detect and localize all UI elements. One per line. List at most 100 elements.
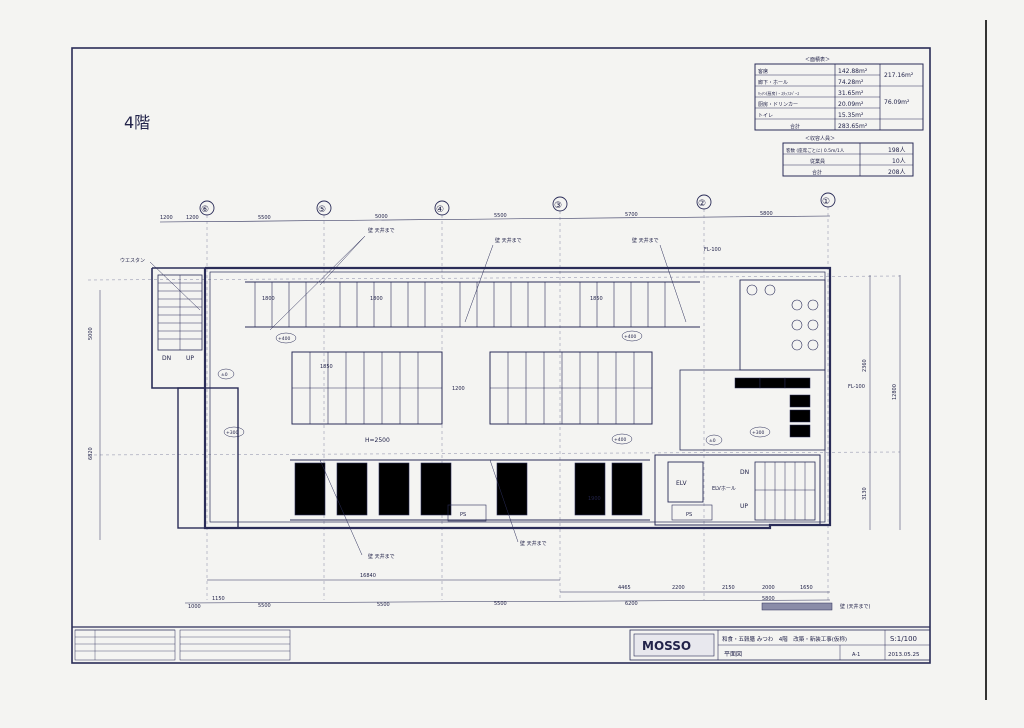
project-name: 和食・五穀膳 みつわ 4階 改築・新装工事(仮称)	[722, 635, 847, 643]
dim-label: 1000	[188, 604, 201, 610]
dim-label: 1650	[800, 585, 813, 591]
capacity-row-value: 198人	[888, 147, 905, 154]
area-table-header: ＜面積表＞	[805, 56, 830, 63]
area-row-label: ｷｯﾁﾝ(厨房)・ｽﾀｯﾌｽﾍﾟｰｽ	[758, 90, 799, 96]
fl-label: FL-100	[704, 247, 721, 253]
level-mark: +400	[614, 437, 626, 443]
dim-label: 5500	[258, 215, 271, 221]
area-total-value: 283.65m²	[838, 123, 868, 130]
capacity-row-label: 客数 (座席ごとに) 0.5m/1人	[786, 147, 845, 154]
area-row-value: 74.28m²	[838, 79, 864, 86]
callout-text: ウエスタン	[120, 257, 145, 264]
callout-text: 壁 天井まで	[520, 540, 547, 547]
area-row-value: 15.35m²	[838, 112, 864, 119]
dim-label: 3130	[862, 487, 868, 500]
fl-label: FL-100	[848, 384, 865, 390]
title-block: MOSSO 和食・五穀膳 みつわ 4階 改築・新装工事(仮称) S:1/100 …	[72, 626, 931, 661]
top-booth-row: 1800 1800 1850	[245, 281, 700, 328]
grid-axis-label: ④	[436, 205, 444, 215]
dim-label: 2360	[862, 359, 868, 372]
capacity-row-value: 208人	[888, 169, 905, 176]
dim-label: 12800	[892, 384, 898, 400]
grid-axis-label: ⑥	[201, 205, 209, 215]
stair-dn: DN	[740, 469, 749, 476]
elevator-core: ELV ELVホール PS DN UP	[654, 454, 821, 526]
capacity-table: ＜収容人員＞ 客数 (座席ごとに) 0.5m/1人 198人 従業員 10人 合…	[782, 135, 914, 177]
area-row-value: 31.65m²	[838, 90, 864, 97]
legend-swatch	[761, 602, 833, 611]
top-dimensions: 1200 1200 5500 5000 5500 5700 5800	[159, 211, 831, 223]
grid-axis-label: ②	[698, 199, 706, 209]
legend-text: 壁 (天井まで)	[840, 603, 871, 610]
dim-label: 5700	[625, 212, 638, 218]
area-row-value: 20.09m²	[838, 101, 864, 108]
stair-dn: DN	[162, 355, 171, 362]
dim-label: 2000	[762, 585, 775, 591]
level-mark: +300	[752, 430, 764, 436]
area-row-value: 142.88m²	[838, 68, 868, 75]
stair-up: UP	[740, 503, 748, 510]
bottom-booth-row: 1900	[290, 459, 650, 521]
dim-label: 2150	[722, 585, 735, 591]
drawing-scale: S:1/100	[890, 635, 917, 643]
level-mark: ±0	[221, 372, 228, 378]
logo-text: MOSSO	[642, 639, 691, 653]
area-table: ＜面積表＞ 客席 142.88m² 廊下・ホール 74.28m² ｷｯﾁﾝ(厨房…	[754, 56, 924, 131]
dim-label: 5000	[375, 214, 388, 220]
grid-axes: ⑥ ⑤ ④ ③ ② ①	[199, 192, 836, 216]
capacity-row-label: 合計	[812, 169, 822, 176]
seat-dim: 1800	[370, 296, 383, 302]
seat-dim: 1850	[590, 296, 603, 302]
area-row-label: 客席	[758, 68, 768, 75]
seat-dim: 1800	[262, 296, 275, 302]
kitchen-area	[679, 369, 826, 451]
ceiling-height: H=2500	[365, 437, 390, 444]
dim-label: 5800	[760, 211, 773, 217]
callout-text: 壁 天井まで	[632, 237, 659, 244]
area-row-label: トイレ	[758, 113, 773, 119]
capacity-table-header: ＜収容人員＞	[805, 135, 835, 142]
dim-label: 16840	[360, 573, 376, 579]
callout-text: 壁 天井まで	[368, 553, 395, 560]
sheet-border	[71, 47, 931, 664]
area-row-label: 合計	[790, 123, 800, 130]
drawing-date: 2013.05.25	[888, 652, 920, 658]
area-subtotal: 217.16m²	[884, 72, 914, 79]
dim-label: 1150	[212, 596, 225, 602]
dim-label: 1200	[160, 215, 173, 221]
floor-title: 4階	[124, 113, 150, 132]
dim-label: 5500	[494, 213, 507, 219]
pipe-shaft	[447, 504, 487, 522]
dim-label: 5500	[377, 602, 390, 608]
pipe-shaft-label: PS	[460, 512, 466, 518]
capacity-table-frame	[782, 142, 914, 177]
level-mark: ±0	[709, 438, 716, 444]
left-staircase: DN UP	[157, 274, 203, 362]
seat-dim: 1900	[588, 496, 601, 502]
middle-booth-blocks: 1850 1200 H=2500	[291, 351, 653, 444]
drawing-number: A-1	[852, 652, 860, 658]
callout-text: 壁 天井まで	[368, 227, 395, 234]
level-mark: +400	[624, 334, 636, 340]
capacity-row-value: 10人	[892, 158, 906, 165]
dim-label: 5000	[88, 327, 94, 340]
callout-text: 壁 天井まで	[495, 237, 522, 244]
elevator-label: ELV	[676, 480, 687, 487]
elevator-hall-label: ELVホール	[712, 486, 736, 492]
pipe-shaft-label: PS	[686, 512, 692, 518]
logo-box	[633, 633, 715, 657]
grid-axis-label: ③	[554, 201, 562, 211]
grid-axis-label: ⑤	[318, 205, 326, 215]
seat-dim: 1200	[452, 386, 465, 392]
dim-label: 5800	[762, 596, 775, 602]
stair-up: UP	[186, 355, 194, 362]
bottom-dimensions: 16840 4465 2200 2150 2000 1650 1000 1150…	[184, 573, 831, 610]
dim-label: 5500	[494, 601, 507, 607]
level-marks: +400 +400 ±0 +300 +400 ±0 +300	[217, 330, 771, 446]
area-row-label: 廊下・ホール	[758, 79, 788, 86]
dim-label: 6200	[625, 601, 638, 607]
area-row-label: 厨房・ドリンカー	[758, 101, 798, 108]
dim-label: 1200	[186, 215, 199, 221]
